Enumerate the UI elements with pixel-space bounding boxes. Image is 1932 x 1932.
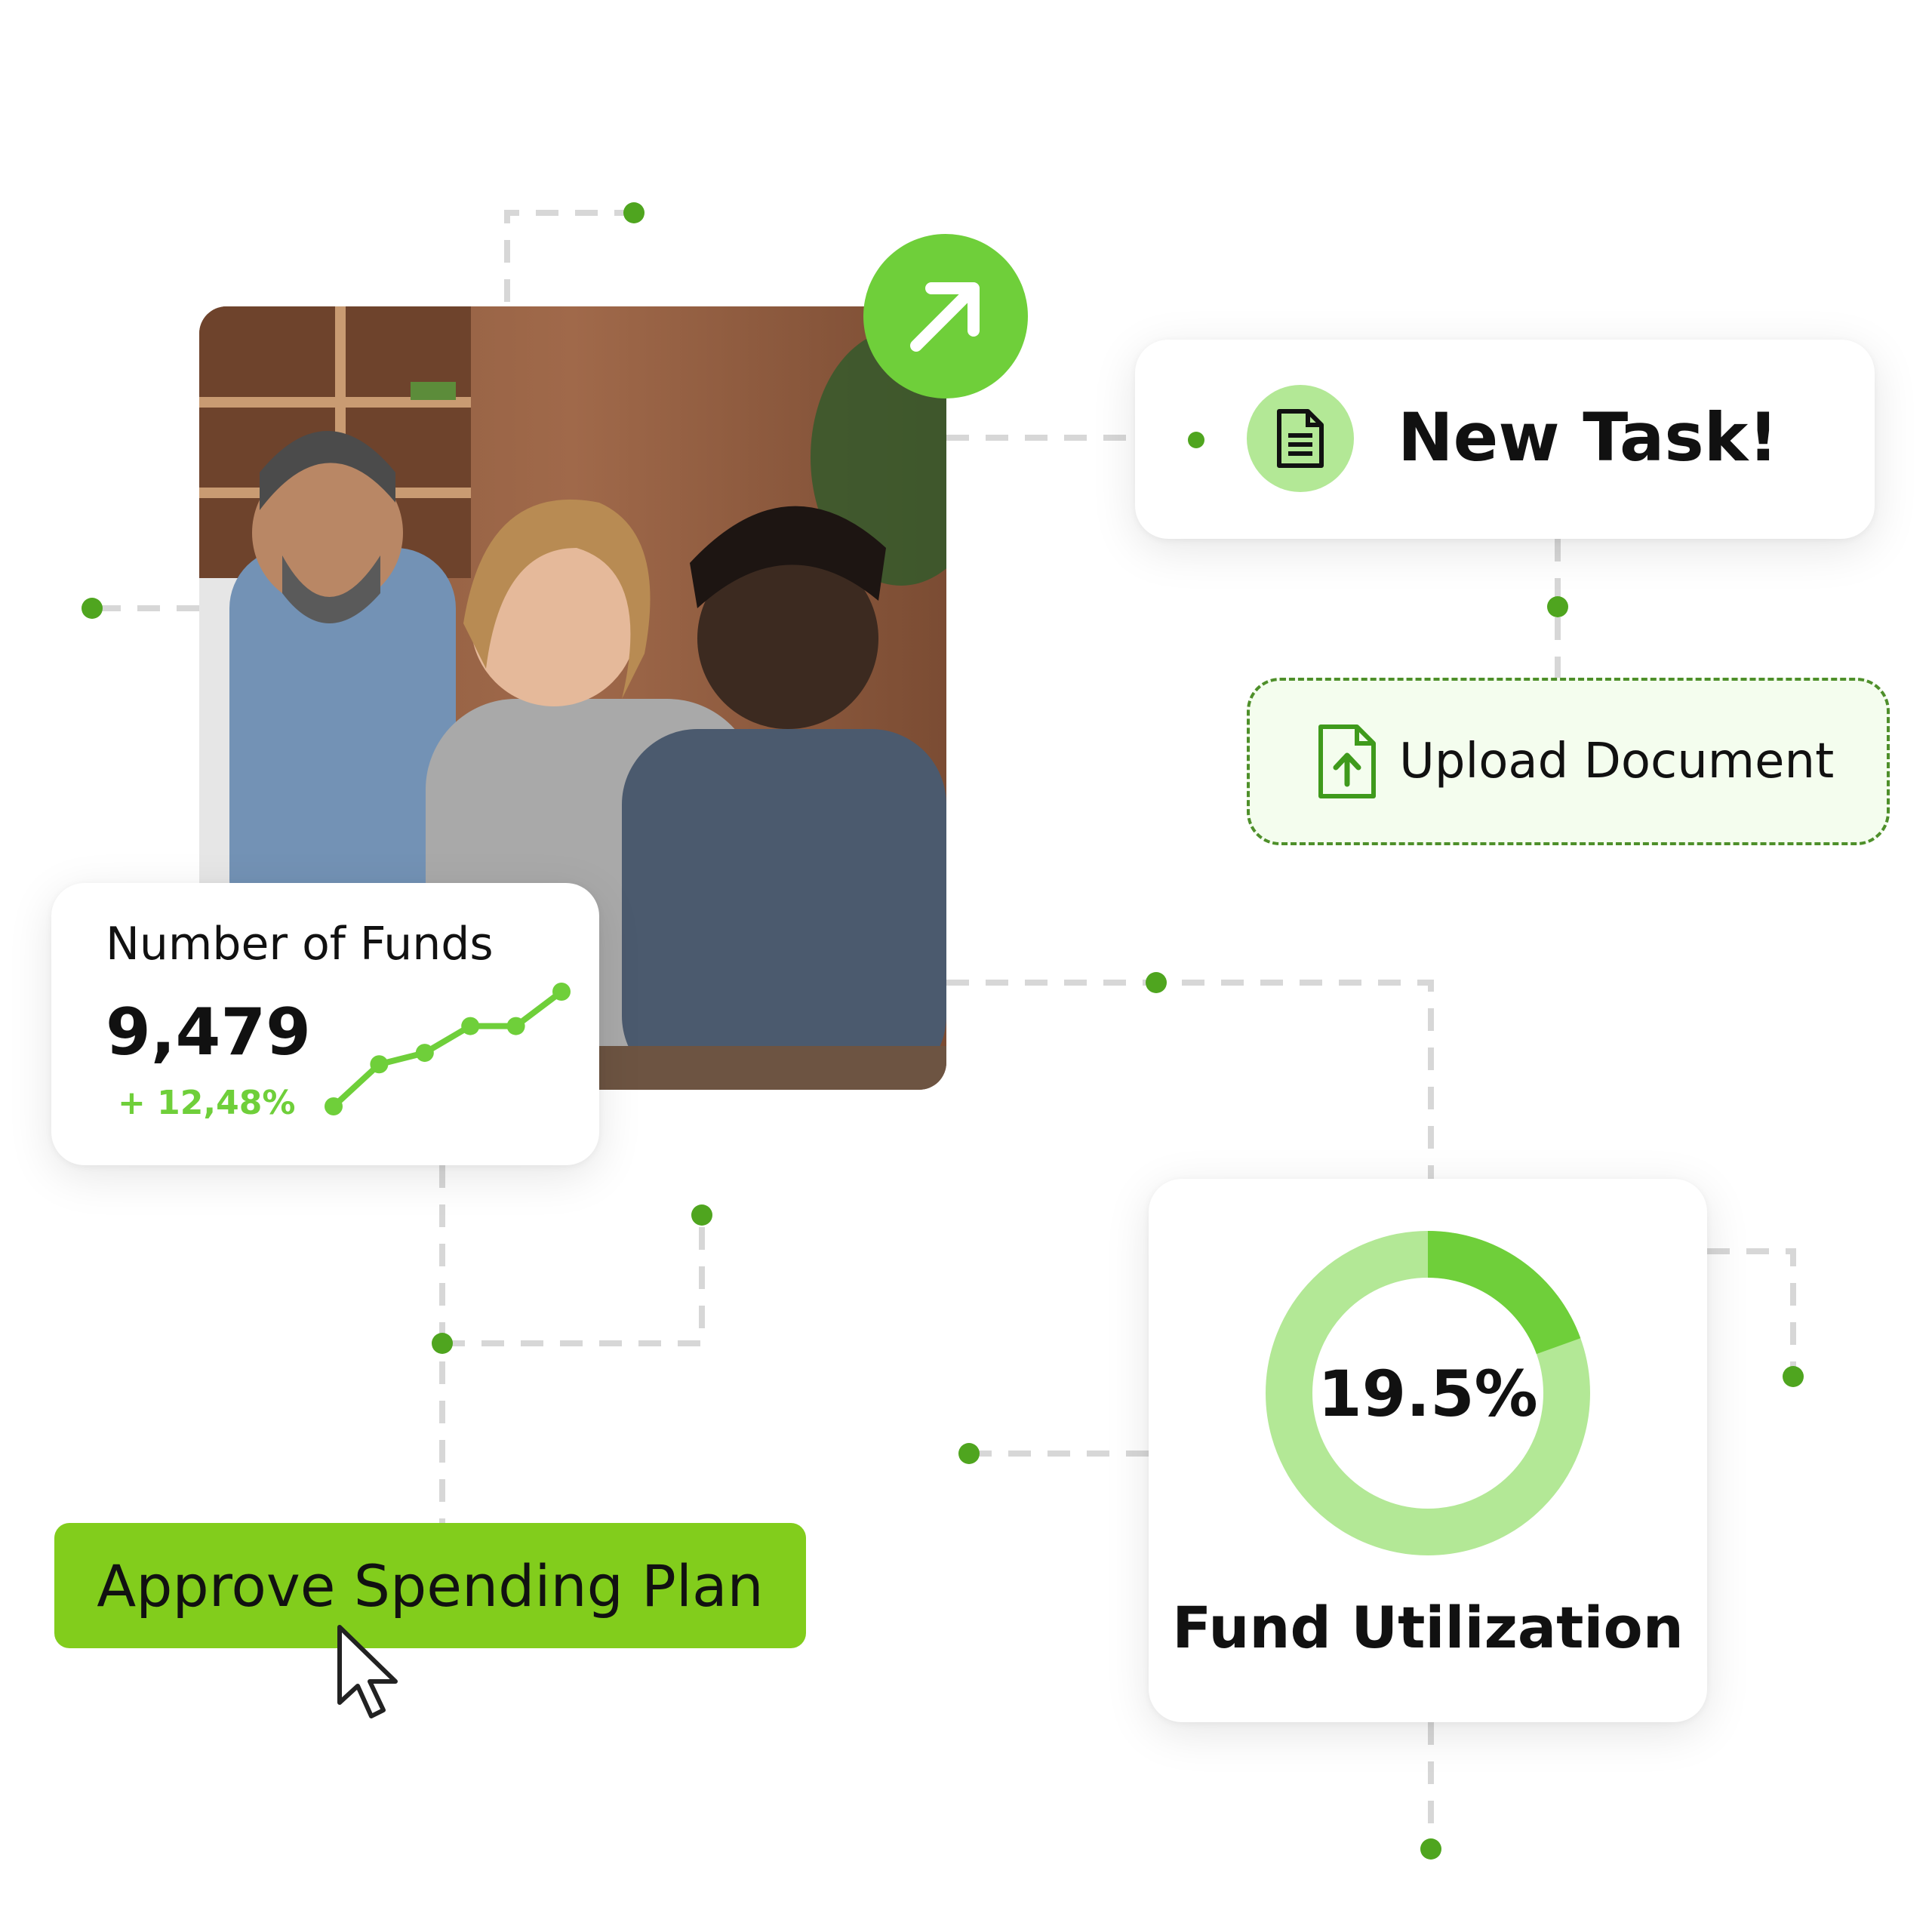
funds-change: + 12,48% xyxy=(118,1084,296,1122)
sparkline-point xyxy=(415,1044,434,1063)
arrow-badge[interactable] xyxy=(863,234,1028,398)
funds-title: Number of Funds xyxy=(106,918,494,971)
connector-dot xyxy=(1420,1838,1441,1860)
connector-dot xyxy=(958,1443,980,1464)
upload-document-label: Upload Document xyxy=(1399,734,1835,789)
sparkline-point xyxy=(325,1097,343,1115)
sparkline-point xyxy=(370,1055,389,1074)
arrow-up-right-icon xyxy=(910,282,980,352)
sparkline-point xyxy=(461,1017,480,1035)
utilization-donut: 19.5% xyxy=(1266,1231,1590,1555)
funds-sparkline xyxy=(325,983,571,1115)
connector-dot xyxy=(1146,972,1167,993)
new-task-card[interactable]: New Task! xyxy=(1135,340,1875,539)
sparkline-point xyxy=(552,983,571,1001)
task-icon-circle xyxy=(1247,385,1354,492)
number-of-funds-card: Number of Funds 9,479 + 12,48% xyxy=(51,883,599,1165)
approve-spending-plan-button[interactable]: Approve Spending Plan xyxy=(54,1523,806,1648)
file-upload-icon xyxy=(1318,724,1376,798)
sparkline-line xyxy=(331,989,564,1109)
task-dot xyxy=(1188,432,1204,448)
connector-dot xyxy=(691,1204,712,1226)
approve-label: Approve Spending Plan xyxy=(97,1552,764,1620)
connector-dot xyxy=(1783,1366,1804,1387)
fund-utilization-card: 19.5% Fund Utilization xyxy=(1149,1179,1707,1722)
connector-dot xyxy=(432,1333,453,1354)
upload-document-button[interactable]: Upload Document xyxy=(1247,678,1890,845)
connector-dot xyxy=(623,202,645,223)
utilization-label: Fund Utilization xyxy=(1172,1594,1684,1661)
sparkline-point xyxy=(506,1017,525,1035)
connector-dot xyxy=(82,598,103,619)
cursor-pointer-icon xyxy=(337,1625,398,1718)
connector-dot xyxy=(1547,596,1568,617)
donut-arc xyxy=(1427,1231,1581,1355)
document-icon xyxy=(1277,409,1324,468)
task-title: New Task! xyxy=(1398,398,1779,476)
funds-value: 9,479 xyxy=(106,995,312,1070)
utilization-percent: 19.5% xyxy=(1318,1357,1537,1431)
